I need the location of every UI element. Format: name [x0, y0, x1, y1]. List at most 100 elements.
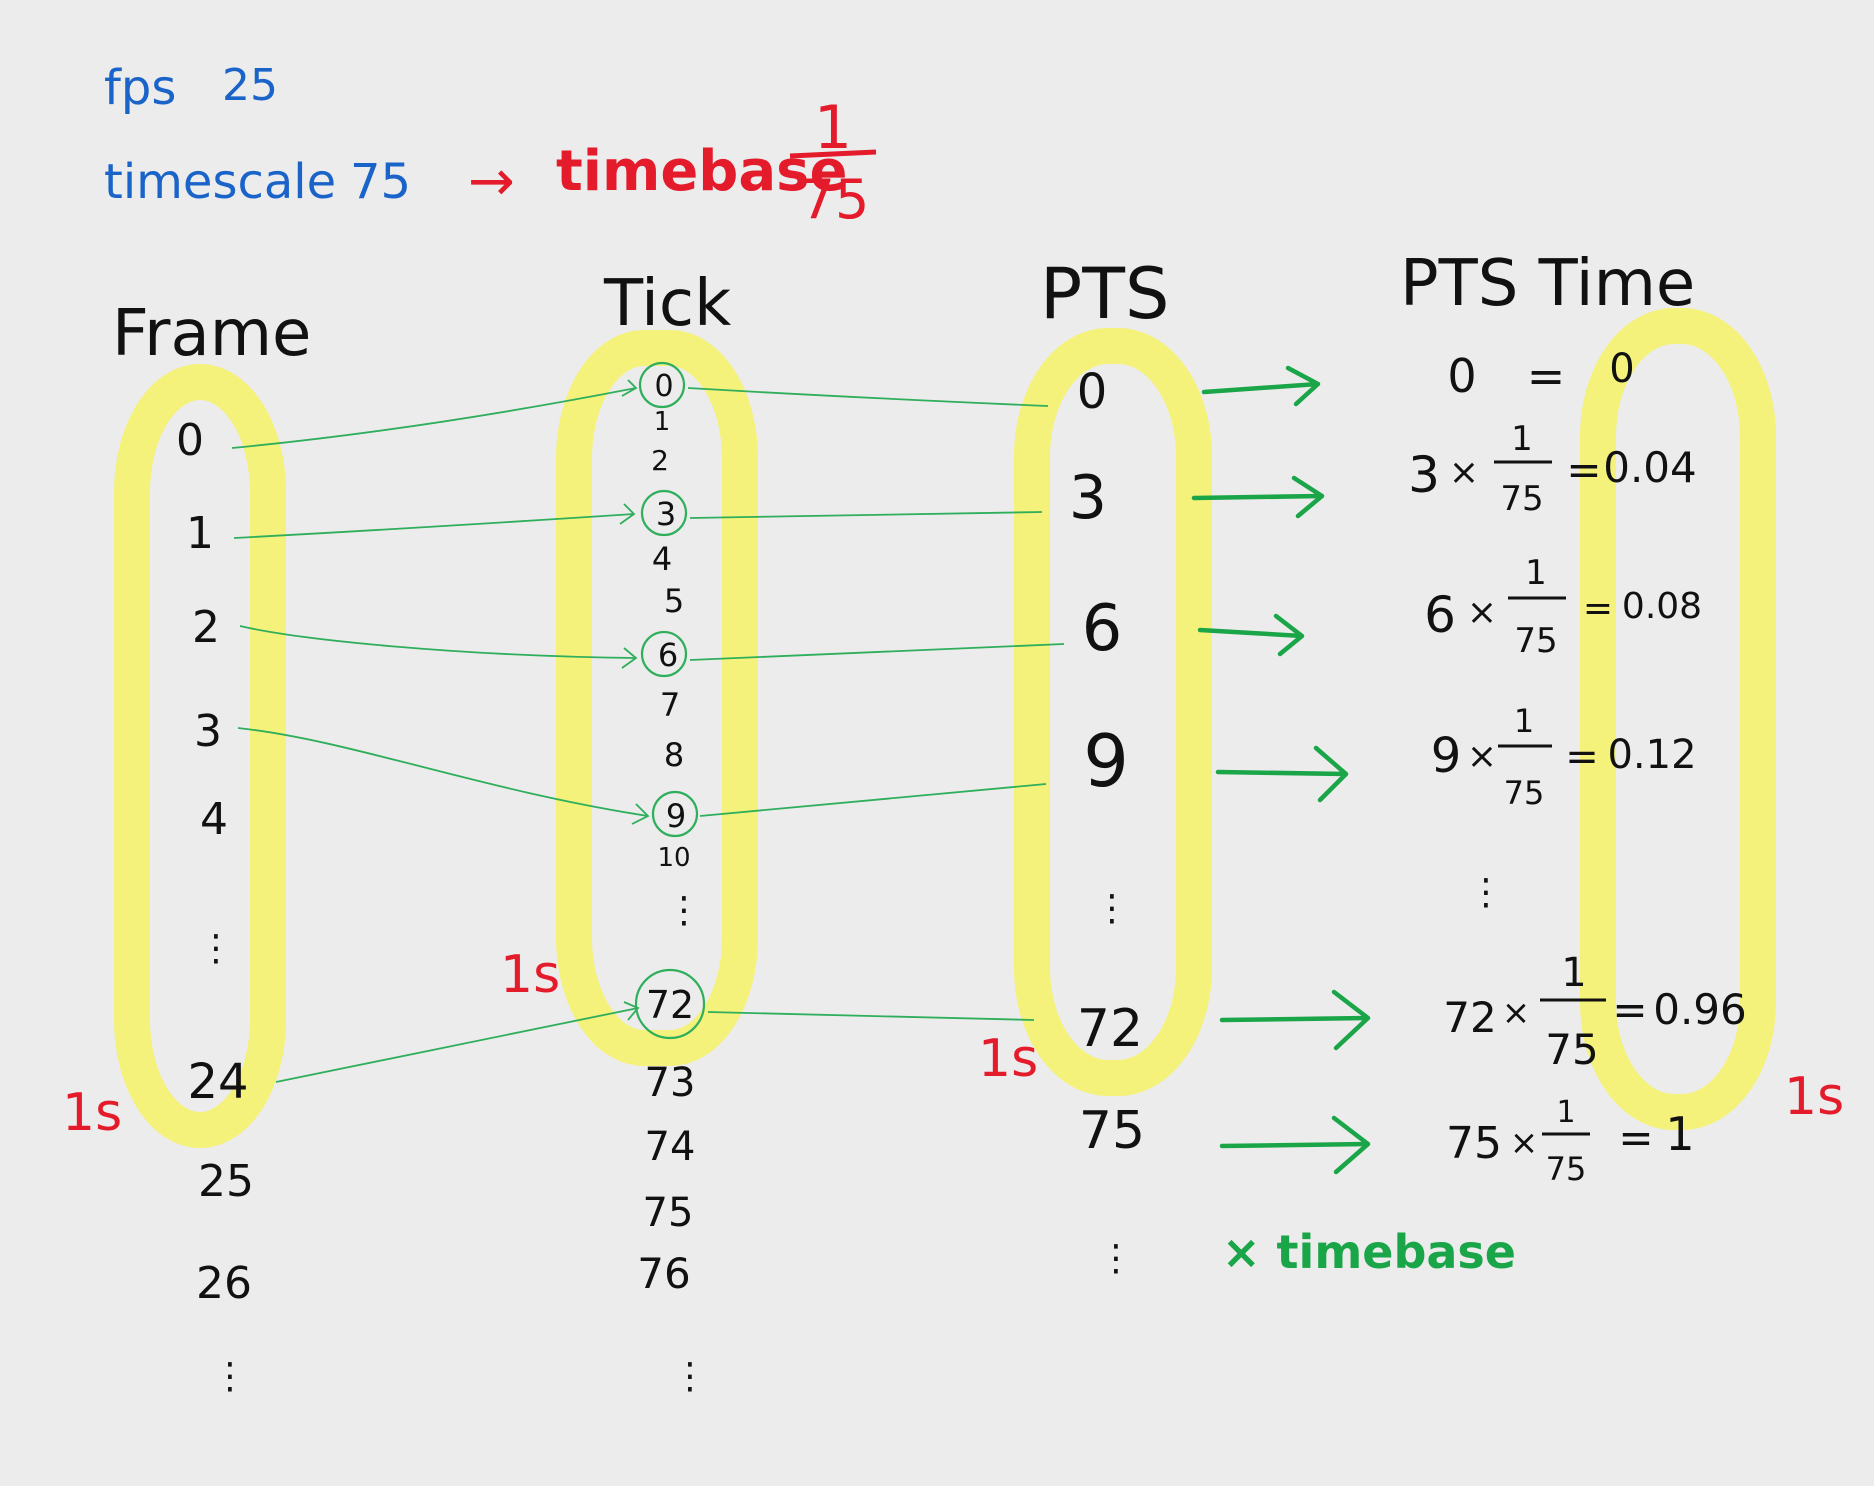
- tick-value: 9: [666, 797, 686, 835]
- pts-value: 6: [1082, 592, 1123, 666]
- tick-value: 73: [645, 1060, 696, 1106]
- pts-time-lhs: 3: [1408, 446, 1440, 504]
- tick-value: 74: [645, 1124, 696, 1170]
- pts-time-result: 0: [1609, 346, 1634, 392]
- pts-time-equals: =: [1565, 734, 1599, 780]
- tick-circle: [640, 489, 688, 537]
- pts-ellipsis: ⋮: [1098, 1238, 1134, 1279]
- pts-time-column: 0 = 0 3 × 1 75 = 0.04 6 × 1 75 = 0.08 9 …: [1408, 346, 1844, 1188]
- pts-time-title: PTS Time: [1400, 247, 1695, 321]
- conversion-arrow: [1191, 475, 1325, 519]
- pts-time-highlight: [1580, 308, 1776, 1130]
- pts-value: 75: [1079, 1101, 1145, 1161]
- pts-time-fraction-numerator: 1: [1525, 553, 1547, 593]
- pts-time-times: ×: [1467, 592, 1497, 633]
- pts-time-result: 0.96: [1653, 985, 1747, 1034]
- highlights: [114, 308, 1776, 1148]
- pts-time-result: 0.04: [1603, 443, 1697, 492]
- pts-time-lhs: 75: [1446, 1118, 1502, 1169]
- tick-circle: [640, 630, 688, 678]
- pts-time-fraction-numerator: 1: [1561, 950, 1586, 996]
- pts-time-fraction-denominator: 75: [1500, 479, 1543, 519]
- pts-time-result: 1: [1665, 1107, 1694, 1161]
- pts-time-lhs: 0: [1447, 349, 1476, 403]
- tick-title: Tick: [603, 267, 731, 341]
- conversion-arrow: [1197, 613, 1305, 657]
- tick-value: 1: [654, 407, 671, 437]
- tick-circle: [651, 790, 699, 838]
- frame-highlight: [114, 364, 286, 1148]
- header: fps 25 timescale 75 → timebase 1 75: [104, 60, 877, 231]
- frame-value: 1: [186, 508, 214, 559]
- pts-time-times: ×: [1467, 736, 1497, 777]
- pts-time-equals: =: [1612, 985, 1647, 1034]
- tick-circle: [638, 361, 686, 409]
- tick-to-pts-link: [689, 511, 1043, 519]
- frame-value: 24: [187, 1054, 248, 1110]
- pts-highlight: [1014, 328, 1212, 1096]
- pts-time-lhs: 72: [1443, 993, 1496, 1042]
- frame-column: 0 1 2 3 4 ⋮ 24 25 26 ⋮ 1s: [62, 415, 254, 1397]
- pts-time-fraction-numerator: 1: [1556, 1095, 1575, 1130]
- header-arrow: →: [468, 149, 515, 214]
- pts-time-equals: =: [1566, 445, 1601, 494]
- tick-value: 6: [658, 636, 678, 674]
- conversion-arrow: [1215, 745, 1349, 803]
- tick-ellipsis: ⋮: [666, 890, 702, 931]
- frame-to-tick-link: [231, 387, 637, 449]
- pts-time-fraction-denominator: 75: [1504, 774, 1545, 812]
- pts-time-result: 0.12: [1607, 732, 1696, 778]
- frame-value: 2: [192, 602, 220, 653]
- frame-to-tick-link: [233, 513, 635, 539]
- pts-value: 0: [1077, 364, 1108, 420]
- tick-one-second-marker: 1s: [500, 945, 560, 1005]
- tick-highlight: [556, 330, 758, 1066]
- frame-value: 3: [194, 706, 222, 757]
- tick-value: 0: [654, 369, 673, 404]
- pts-time-equals: =: [1527, 349, 1566, 403]
- pts-time-equals: =: [1583, 588, 1613, 629]
- link-arrowhead: [621, 647, 638, 669]
- pts-title: PTS: [1040, 253, 1169, 335]
- pts-time-fraction-numerator: 1: [1514, 702, 1534, 740]
- frame-to-tick-link: [275, 1007, 639, 1083]
- frame-one-second-marker: 1s: [62, 1083, 122, 1143]
- conversion-arrow: [1219, 989, 1371, 1051]
- pts-time-fraction-denominator: 75: [1546, 1150, 1587, 1188]
- frame-title: Frame: [112, 297, 311, 371]
- pts-time-lhs: 9: [1431, 728, 1462, 784]
- tick-to-pts-link: [689, 643, 1065, 661]
- tick-value: 75: [643, 1190, 694, 1236]
- conversion-arrow: [1219, 1115, 1371, 1175]
- pts-time-one-second-marker: 1s: [1784, 1067, 1844, 1127]
- frame-value: 25: [198, 1156, 254, 1207]
- pts-value: 9: [1083, 719, 1129, 803]
- timescale-label: timescale: [104, 154, 336, 210]
- tick-column: 0 1 2 3 4 5 6 7 8 9 10 ⋮ 72 73 74 75 76 …: [500, 361, 708, 1397]
- timescale-value: 75: [350, 154, 411, 210]
- pts-time-times: ×: [1502, 993, 1531, 1033]
- tick-value: 10: [657, 843, 690, 873]
- link-arrowhead: [631, 803, 650, 825]
- timebase-label: timebase: [556, 139, 847, 204]
- pts-time-fraction-denominator: 75: [1545, 1025, 1598, 1074]
- conversion-label: × timebase: [1222, 1225, 1516, 1279]
- timebase-fraction-bar: [789, 149, 877, 159]
- fps-label: fps: [104, 60, 176, 116]
- pts-to-time-arrows: × timebase: [1191, 365, 1516, 1279]
- pts-value: 3: [1069, 463, 1107, 533]
- tick-to-pts-link: [699, 783, 1047, 817]
- pts-ellipsis: ⋮: [1094, 888, 1130, 929]
- pts-one-second-marker: 1s: [978, 1029, 1038, 1089]
- pts-time-times: ×: [1449, 452, 1479, 493]
- link-arrowhead: [621, 379, 638, 397]
- tick-value: 2: [651, 444, 669, 477]
- tick-value: 72: [646, 983, 694, 1027]
- tick-value: 3: [656, 495, 676, 533]
- pts-time-result: 0.08: [1622, 586, 1702, 627]
- frame-to-tick-link: [237, 727, 649, 817]
- conversion-arrow: [1201, 365, 1321, 407]
- pts-time-fraction-denominator: 75: [1514, 621, 1557, 661]
- link-arrowhead: [619, 503, 636, 525]
